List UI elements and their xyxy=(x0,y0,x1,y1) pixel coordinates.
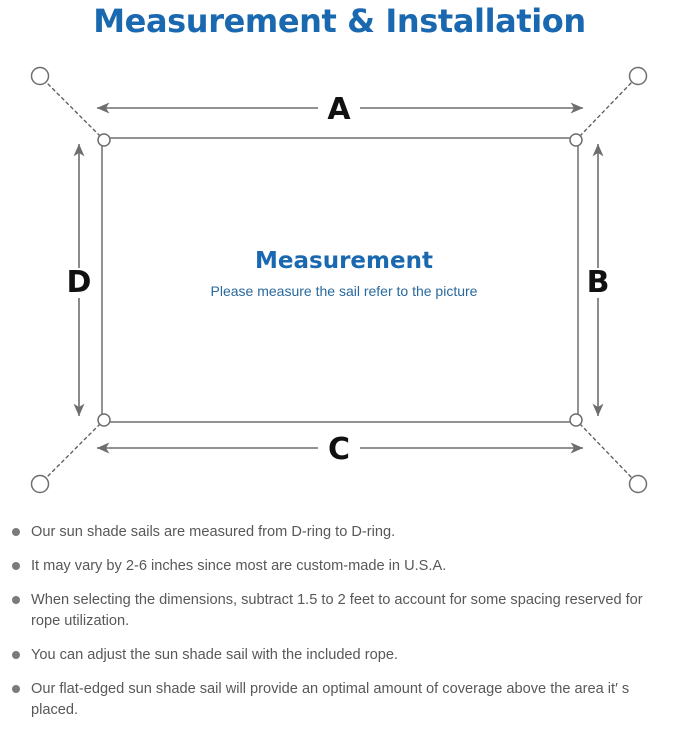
dimension-d-label: D xyxy=(67,265,92,300)
d-ring-bottom-left xyxy=(97,413,111,427)
list-item: Our sun shade sails are measured from D-… xyxy=(0,522,679,543)
page-title: Measurement & Installation xyxy=(93,2,586,40)
rope-line-bottom-right xyxy=(579,423,633,479)
rope-line-top-left xyxy=(45,81,101,137)
note-text: Our sun shade sails are measured from D-… xyxy=(31,524,396,540)
anchor-point-bottom-right xyxy=(628,474,648,494)
sail-center-subtitle: Please measure the sail refer to the pic… xyxy=(211,283,478,299)
rope-line-bottom-left xyxy=(45,423,101,479)
list-item: It may vary by 2-6 inches since most are… xyxy=(0,556,679,577)
note-text: Our flat-edged sun shade sail will provi… xyxy=(31,681,630,718)
anchor-point-top-left xyxy=(30,66,50,86)
d-ring-top-right xyxy=(569,133,583,147)
bullet-icon xyxy=(12,651,20,659)
rope-line-top-right xyxy=(579,81,633,137)
dimension-b: B xyxy=(587,143,610,417)
dimension-c-label: C xyxy=(328,432,350,467)
anchor-point-top-right xyxy=(628,66,648,86)
measurement-diagram: A C D B Measurement Please measure the s… xyxy=(0,48,679,518)
sail-center-title: Measurement xyxy=(255,248,433,274)
bullet-icon xyxy=(12,685,20,693)
dimension-a: A xyxy=(96,92,584,127)
note-text: It may vary by 2-6 inches since most are… xyxy=(31,558,447,574)
anchor-points xyxy=(30,66,648,494)
d-rings xyxy=(97,133,583,427)
list-item: When selecting the dimensions, subtract … xyxy=(0,590,679,632)
sail-rectangle xyxy=(101,137,579,423)
dimension-a-label: A xyxy=(327,92,351,127)
note-text: When selecting the dimensions, subtract … xyxy=(31,592,643,629)
bullet-icon xyxy=(12,562,20,570)
list-item: Our flat-edged sun shade sail will provi… xyxy=(0,679,679,721)
d-ring-bottom-right xyxy=(569,413,583,427)
dimension-c: C xyxy=(96,432,584,467)
bullet-icon xyxy=(12,528,20,536)
notes-list: Our sun shade sails are measured from D-… xyxy=(0,522,679,734)
list-item: You can adjust the sun shade sail with t… xyxy=(0,645,679,666)
dimension-b-label: B xyxy=(587,265,610,300)
bullet-icon xyxy=(12,596,20,604)
rope-lines xyxy=(45,81,633,479)
anchor-point-bottom-left xyxy=(30,474,50,494)
dimension-d: D xyxy=(67,143,92,417)
d-ring-top-left xyxy=(97,133,111,147)
note-text: You can adjust the sun shade sail with t… xyxy=(31,647,398,663)
